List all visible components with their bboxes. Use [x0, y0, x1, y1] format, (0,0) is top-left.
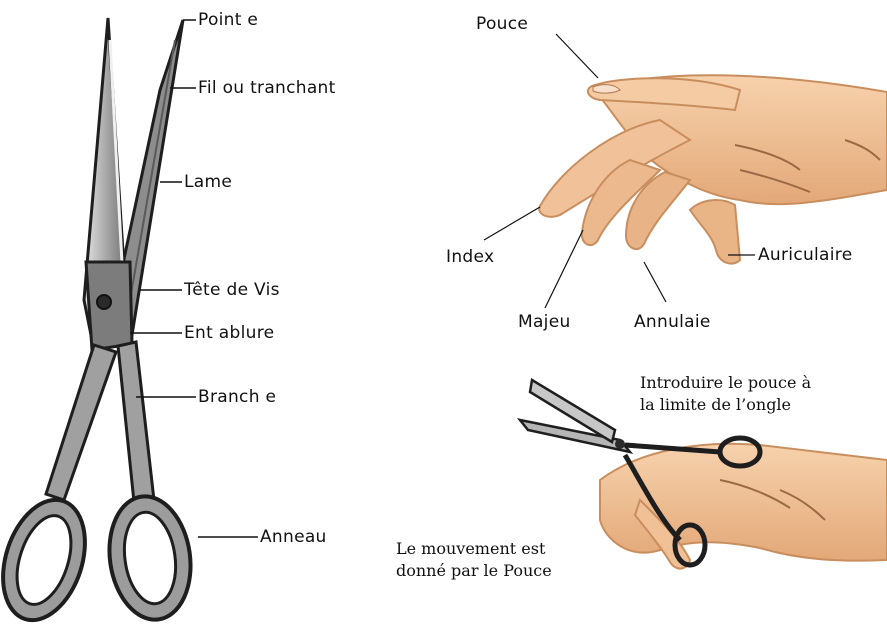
- note-mouvement: Le mouvement est donné par le Pouce: [396, 538, 552, 581]
- label-majeu: Majeu: [518, 314, 571, 331]
- pinky-finger: [690, 200, 740, 264]
- note-introduire-line2: la limite de l’ongle: [640, 394, 811, 416]
- scissors-left-branch: [46, 345, 116, 500]
- screw-icon: [97, 295, 111, 309]
- label-auriculaire: Auriculaire: [758, 247, 852, 264]
- hand-illustration: [539, 75, 887, 263]
- label-branche: Branch e: [198, 389, 276, 406]
- label-annulaie: Annulaie: [634, 314, 711, 331]
- label-pointe: Point e: [198, 12, 258, 29]
- label-index: Index: [446, 249, 494, 266]
- note-mouvement-line1: Le mouvement est: [396, 538, 552, 560]
- label-tete-de-vis: Tête de Vis: [184, 282, 280, 299]
- scissors-right-branch: [118, 342, 154, 502]
- label-fil-ou-tranchant: Fil ou tranchant: [198, 80, 336, 97]
- note-introduire-line1: Introduire le pouce à: [640, 372, 811, 394]
- note-mouvement-line2: donné par le Pouce: [396, 560, 552, 582]
- label-lame: Lame: [184, 174, 232, 191]
- note-introduire-pouce: Introduire le pouce à la limite de l’ong…: [640, 372, 811, 415]
- label-entablure: Ent ablure: [184, 325, 274, 342]
- label-pouce: Pouce: [476, 16, 528, 33]
- scissors-illustration: [0, 18, 198, 624]
- label-anneau: Anneau: [260, 529, 327, 546]
